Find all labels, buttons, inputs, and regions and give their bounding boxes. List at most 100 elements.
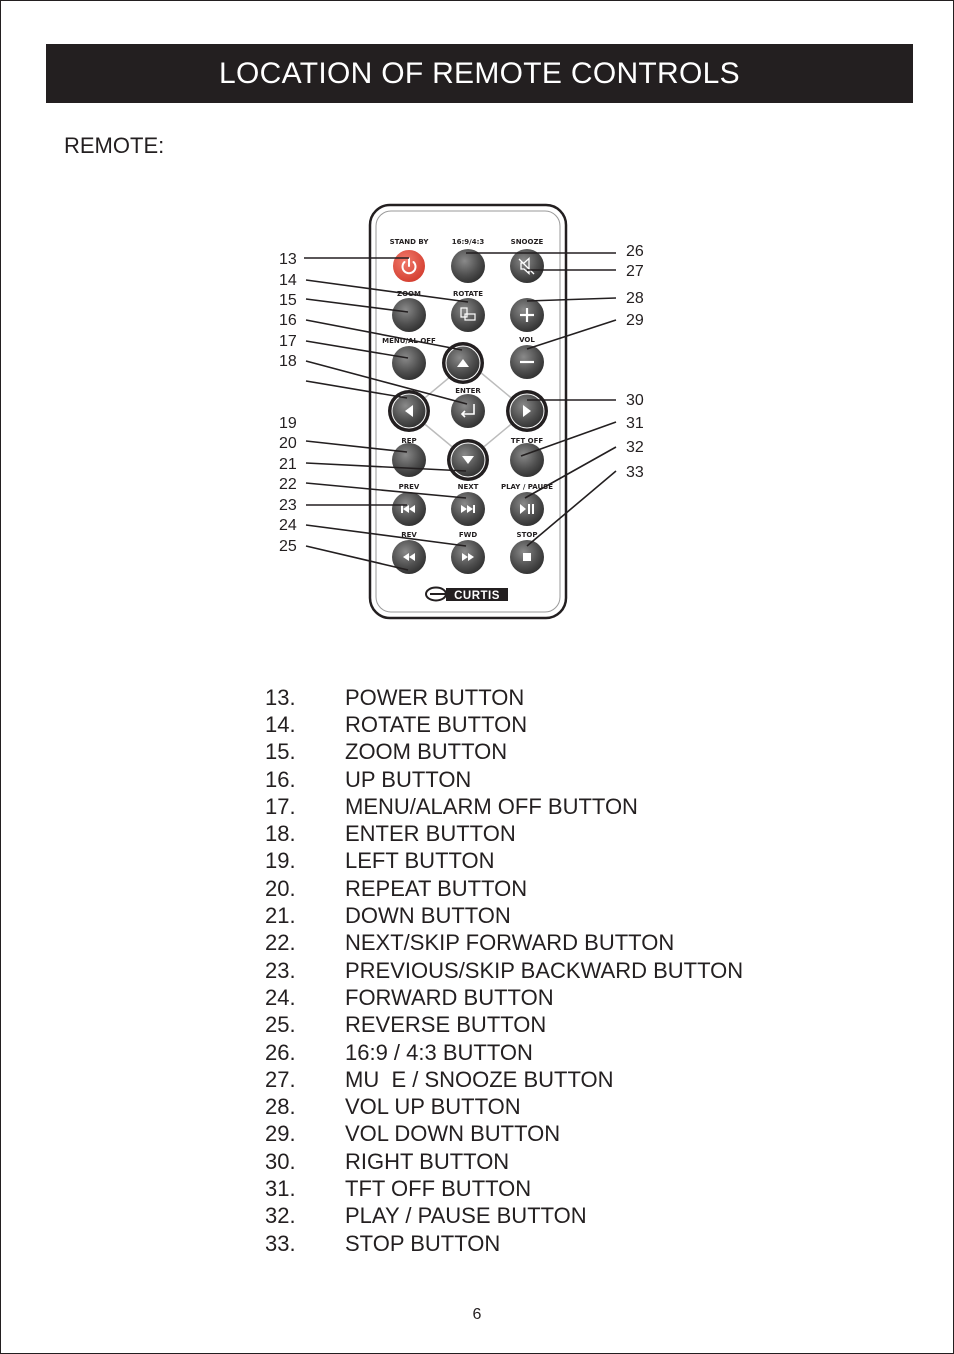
snooze-button[interactable]	[510, 249, 544, 283]
legend-label: STOP BUTTON	[345, 1230, 501, 1256]
legend-label: FORWARD BUTTON	[345, 984, 554, 1010]
vol-up-button[interactable]	[510, 298, 544, 332]
legend-item: 22. NEXT/SKIP FORWARD BUTTON	[265, 930, 905, 957]
zoom-button[interactable]	[392, 298, 426, 332]
plus-icon	[520, 308, 534, 322]
label-prev: PREV	[399, 483, 420, 491]
label-menu: MENU/AL OFF	[382, 337, 436, 345]
label-snooze: SNOOZE	[511, 238, 544, 246]
callout-17: 17	[279, 333, 297, 350]
up-button[interactable]	[442, 342, 484, 384]
callout-31: 31	[626, 415, 644, 432]
enter-button[interactable]	[451, 394, 485, 428]
fast-forward-icon	[462, 553, 474, 561]
legend-label: RIGHT BUTTON	[345, 1148, 510, 1174]
next-button[interactable]	[451, 492, 485, 526]
callout-23: 23	[279, 497, 297, 514]
remote-inner-outline	[375, 210, 561, 613]
skip-back-icon	[401, 505, 415, 513]
legend-number: 22.	[265, 930, 296, 956]
curtis-logo: CURTIS	[425, 586, 508, 602]
stop-icon	[523, 553, 531, 561]
power-button[interactable]	[391, 248, 427, 284]
callout-16: 16	[279, 312, 297, 329]
legend-item: 24. FORWARD BUTTON	[265, 984, 905, 1011]
label-rep: REP	[401, 437, 416, 445]
legend-number: 26.	[265, 1039, 296, 1065]
legend-item: 18.ENTER BUTTON	[265, 820, 905, 847]
legend-label: VOL UP BUTTON	[345, 1094, 521, 1120]
legend-item: 19.LEFT BUTTON	[265, 848, 905, 875]
legend-label: POWER BUTTON	[345, 684, 525, 710]
up-arrow-icon	[457, 359, 469, 367]
legend-item: 26. 16:9 / 4:3 BUTTON	[265, 1039, 905, 1066]
label-stop: STOP	[517, 531, 538, 539]
legend-label: ROTATE BUTTON	[345, 711, 528, 737]
label-fwd: FWD	[459, 531, 478, 539]
left-button[interactable]	[388, 390, 430, 432]
tft-off-button[interactable]	[510, 443, 544, 477]
legend-item: 33. STOP BUTTON	[265, 1230, 905, 1257]
rev-button[interactable]	[392, 540, 426, 574]
stop-button[interactable]	[510, 540, 544, 574]
callout-20: 20	[279, 435, 297, 452]
legend-number: 28.	[265, 1094, 296, 1120]
legend-number: 20.	[265, 875, 296, 901]
rotate-icon	[460, 307, 476, 321]
legend-label: LEFT BUTTON	[345, 848, 495, 874]
legend-label: UP BUTTON	[345, 766, 472, 792]
callout-29: 29	[626, 312, 644, 329]
repeat-button[interactable]	[392, 443, 426, 477]
legend-label: PLAY / PAUSE BUTTON	[345, 1203, 587, 1229]
prev-button[interactable]	[392, 492, 426, 526]
legend-label: VOL DOWN BUTTON	[345, 1121, 561, 1147]
callout-32: 32	[626, 439, 644, 456]
legend-item: 13.POWER BUTTON	[265, 684, 905, 711]
vol-down-button[interactable]	[510, 345, 544, 379]
legend-item: 29.VOL DOWN BUTTON	[265, 1121, 905, 1148]
legend-item: 20.REPEAT BUTTON	[265, 875, 905, 902]
legend-label: TFT OFF BUTTON	[345, 1175, 532, 1201]
callout-33: 33	[626, 464, 644, 481]
button-legend: 13.POWER BUTTON 14.ROTATE BUTTON 15.ZOOM…	[265, 684, 905, 1257]
fwd-button[interactable]	[451, 540, 485, 574]
section-label: REMOTE:	[64, 133, 165, 158]
play-pause-button[interactable]	[510, 492, 544, 526]
down-button[interactable]	[447, 439, 489, 481]
play-pause-icon	[520, 504, 534, 514]
callout-19: 19	[279, 415, 297, 432]
legend-item: 28. VOL UP BUTTON	[265, 1093, 905, 1120]
legend-item: 32.PLAY / PAUSE BUTTON	[265, 1203, 905, 1230]
legend-number: 16.	[265, 766, 296, 792]
remote-diagram: STAND BY 16:9/4:3 SNOOZE ZOOM ROTATE MEN…	[279, 203, 644, 620]
callout-27: 27	[626, 263, 644, 280]
mute-icon	[518, 257, 535, 275]
callout-lines	[304, 252, 617, 571]
label-rotate: ROTATE	[453, 290, 483, 298]
rotate-button[interactable]	[451, 298, 485, 332]
legend-label: 16:9 / 4:3 BUTTON	[345, 1039, 533, 1065]
skip-forward-icon	[461, 505, 475, 513]
label-enter: ENTER	[455, 387, 481, 395]
callout-30: 30	[626, 392, 644, 409]
legend-item: 14.ROTATE BUTTON	[265, 711, 905, 738]
legend-label: NEXT/SKIP FORWARD BUTTON	[345, 930, 675, 956]
menu-alarm-off-button[interactable]	[392, 346, 426, 380]
down-arrow-icon	[462, 456, 474, 464]
legend-number: 33.	[265, 1230, 296, 1256]
legend-item: 17.MENU/ALARM OFF BUTTON	[265, 793, 905, 820]
legend-label: REVERSE BUTTON	[345, 1012, 547, 1038]
callout-14: 14	[279, 272, 297, 289]
label-tft-off: TFT OFF	[511, 437, 544, 445]
legend-number: 21.	[265, 903, 296, 929]
page-title: LOCATION OF REMOTE CONTROLS	[46, 44, 913, 103]
power-icon	[401, 257, 417, 275]
legend-number: 25.	[265, 1012, 296, 1038]
aspect-button[interactable]	[451, 249, 485, 283]
legend-number: 24.	[265, 984, 296, 1010]
legend-number: 31.	[265, 1175, 296, 1201]
right-button[interactable]	[506, 390, 548, 432]
legend-item: 25. REVERSE BUTTON	[265, 1012, 905, 1039]
callout-28: 28	[626, 290, 644, 307]
legend-item: 23.PREVIOUS/SKIP BACKWARD BUTTON	[265, 957, 905, 984]
